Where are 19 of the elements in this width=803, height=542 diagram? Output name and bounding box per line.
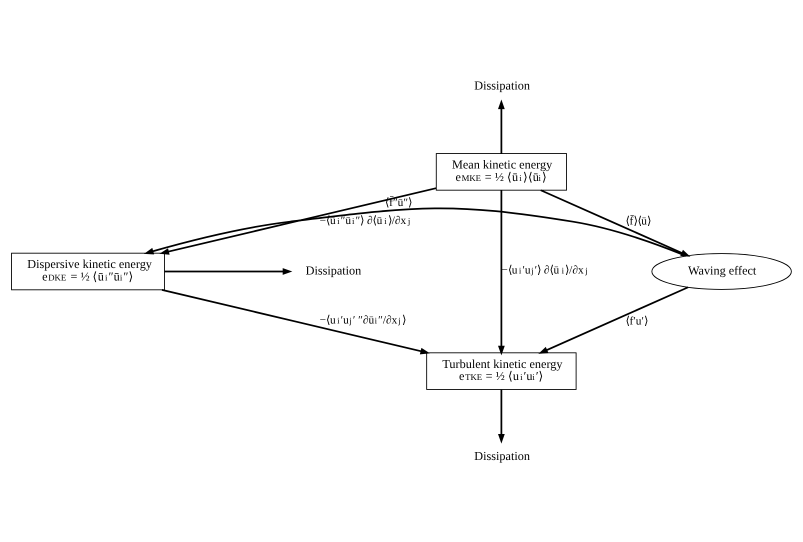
arrow [162,288,430,354]
edge-label: ⟨f̄⟩⟨ū⟩ [625,215,651,228]
node-text: Dissipation [474,78,530,92]
node-text: Dissipation [474,448,530,463]
arrow [159,186,436,254]
node-box: Dispersive kinetic energy eDKE = ½ ⟨ūi″ūi″⟩ [11,252,165,290]
node-text: Dissipation [306,263,362,278]
node-box: Mean kinetic energy eMKE = ½ ⟨ūi⟩⟨ūi⟩ [436,152,567,190]
edge-label: −⟨ui′uj′⟩ ∂⟨ūi⟩/∂xj [501,264,588,276]
arrow [498,389,505,444]
node-box: Turbulent kinetic energy eTKE = ½ ⟨ui′ui′⟩ [426,352,577,390]
node-ellipse: Waving effect [651,252,792,290]
edge-label: −⟨ui′uj′ ″∂ūi″/∂xj⟩ [320,314,406,326]
arrow [164,268,292,274]
arrow [498,190,505,355]
arrow [498,98,505,154]
arrow [144,207,686,256]
arrow [538,286,689,354]
edge-label: ⟨f′u′⟩ [625,314,648,327]
